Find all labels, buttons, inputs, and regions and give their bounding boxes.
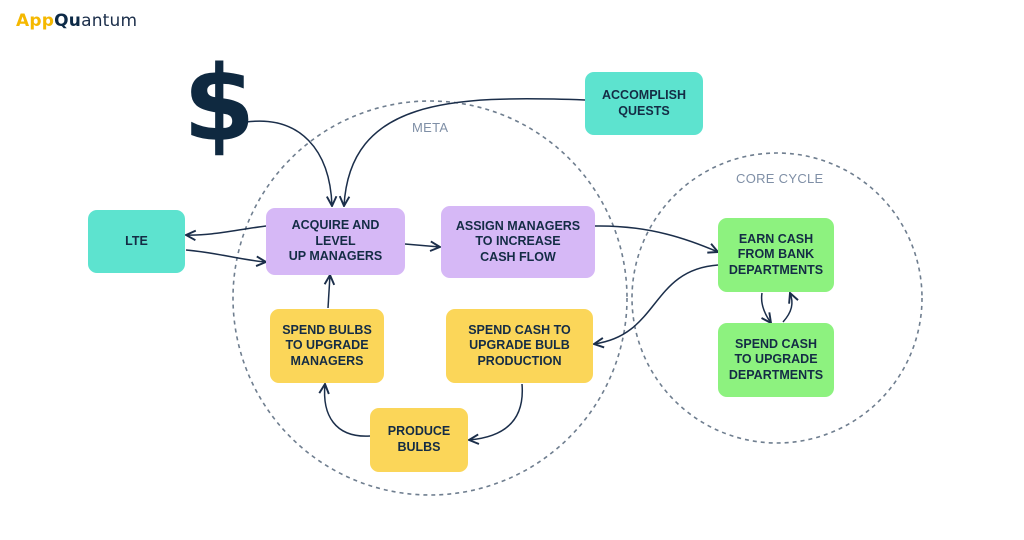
arrow-earn-to-spend-cash-departments — [760, 292, 771, 323]
arrow-lte-to-acquire — [185, 249, 266, 262]
arrow-assign-to-earn — [594, 225, 718, 252]
accomplish-quests-node: ACCOMPLISH QUESTS — [585, 72, 703, 135]
logo-part-antum: antum — [81, 11, 138, 31]
arrow-acquire-to-lte — [186, 225, 267, 235]
arrow-acquire-to-assign — [404, 244, 440, 247]
arrow-earn-to-spend-cash-bulb — [594, 264, 719, 344]
spend-cash-bulb-node: SPEND CASH TO UPGRADE BULB PRODUCTION — [446, 309, 593, 383]
acquire-managers-node: ACQUIRE AND LEVEL UP MANAGERS — [266, 208, 405, 275]
lte-node: LTE — [88, 210, 185, 273]
logo-part-app: App — [16, 11, 55, 31]
meta-label: META — [412, 120, 449, 135]
dollar-icon: $ — [183, 43, 256, 165]
produce-bulbs-node: PRODUCE BULBS — [370, 408, 468, 472]
core-cycle-label: CORE CYCLE — [736, 171, 824, 186]
spend-cash-departments-node: SPEND CASH TO UPGRADE DEPARTMENTS — [718, 323, 834, 397]
core-cycle-circle — [631, 152, 923, 444]
spend-bulbs-node: SPEND BULBS TO UPGRADE MANAGERS — [270, 309, 384, 383]
arrow-spend-cash-departments-to-earn — [782, 293, 792, 323]
meta-circle — [232, 100, 628, 496]
assign-managers-node: ASSIGN MANAGERS TO INCREASE CASH FLOW — [441, 206, 595, 278]
arrow-spend-bulbs-to-acquire — [328, 275, 330, 309]
earn-cash-node: EARN CASH FROM BANK DEPARTMENTS — [718, 218, 834, 292]
arrow-spend-cash-bulb-to-produce — [469, 383, 523, 440]
arrow-produce-to-spend-bulbs — [325, 384, 371, 437]
arrow-quests-to-acquire — [344, 97, 586, 206]
logo-part-qu: Qu — [54, 11, 82, 31]
arrow-dollar-to-acquire — [245, 120, 332, 206]
appquantum-logo: AppQuantum — [16, 11, 137, 31]
